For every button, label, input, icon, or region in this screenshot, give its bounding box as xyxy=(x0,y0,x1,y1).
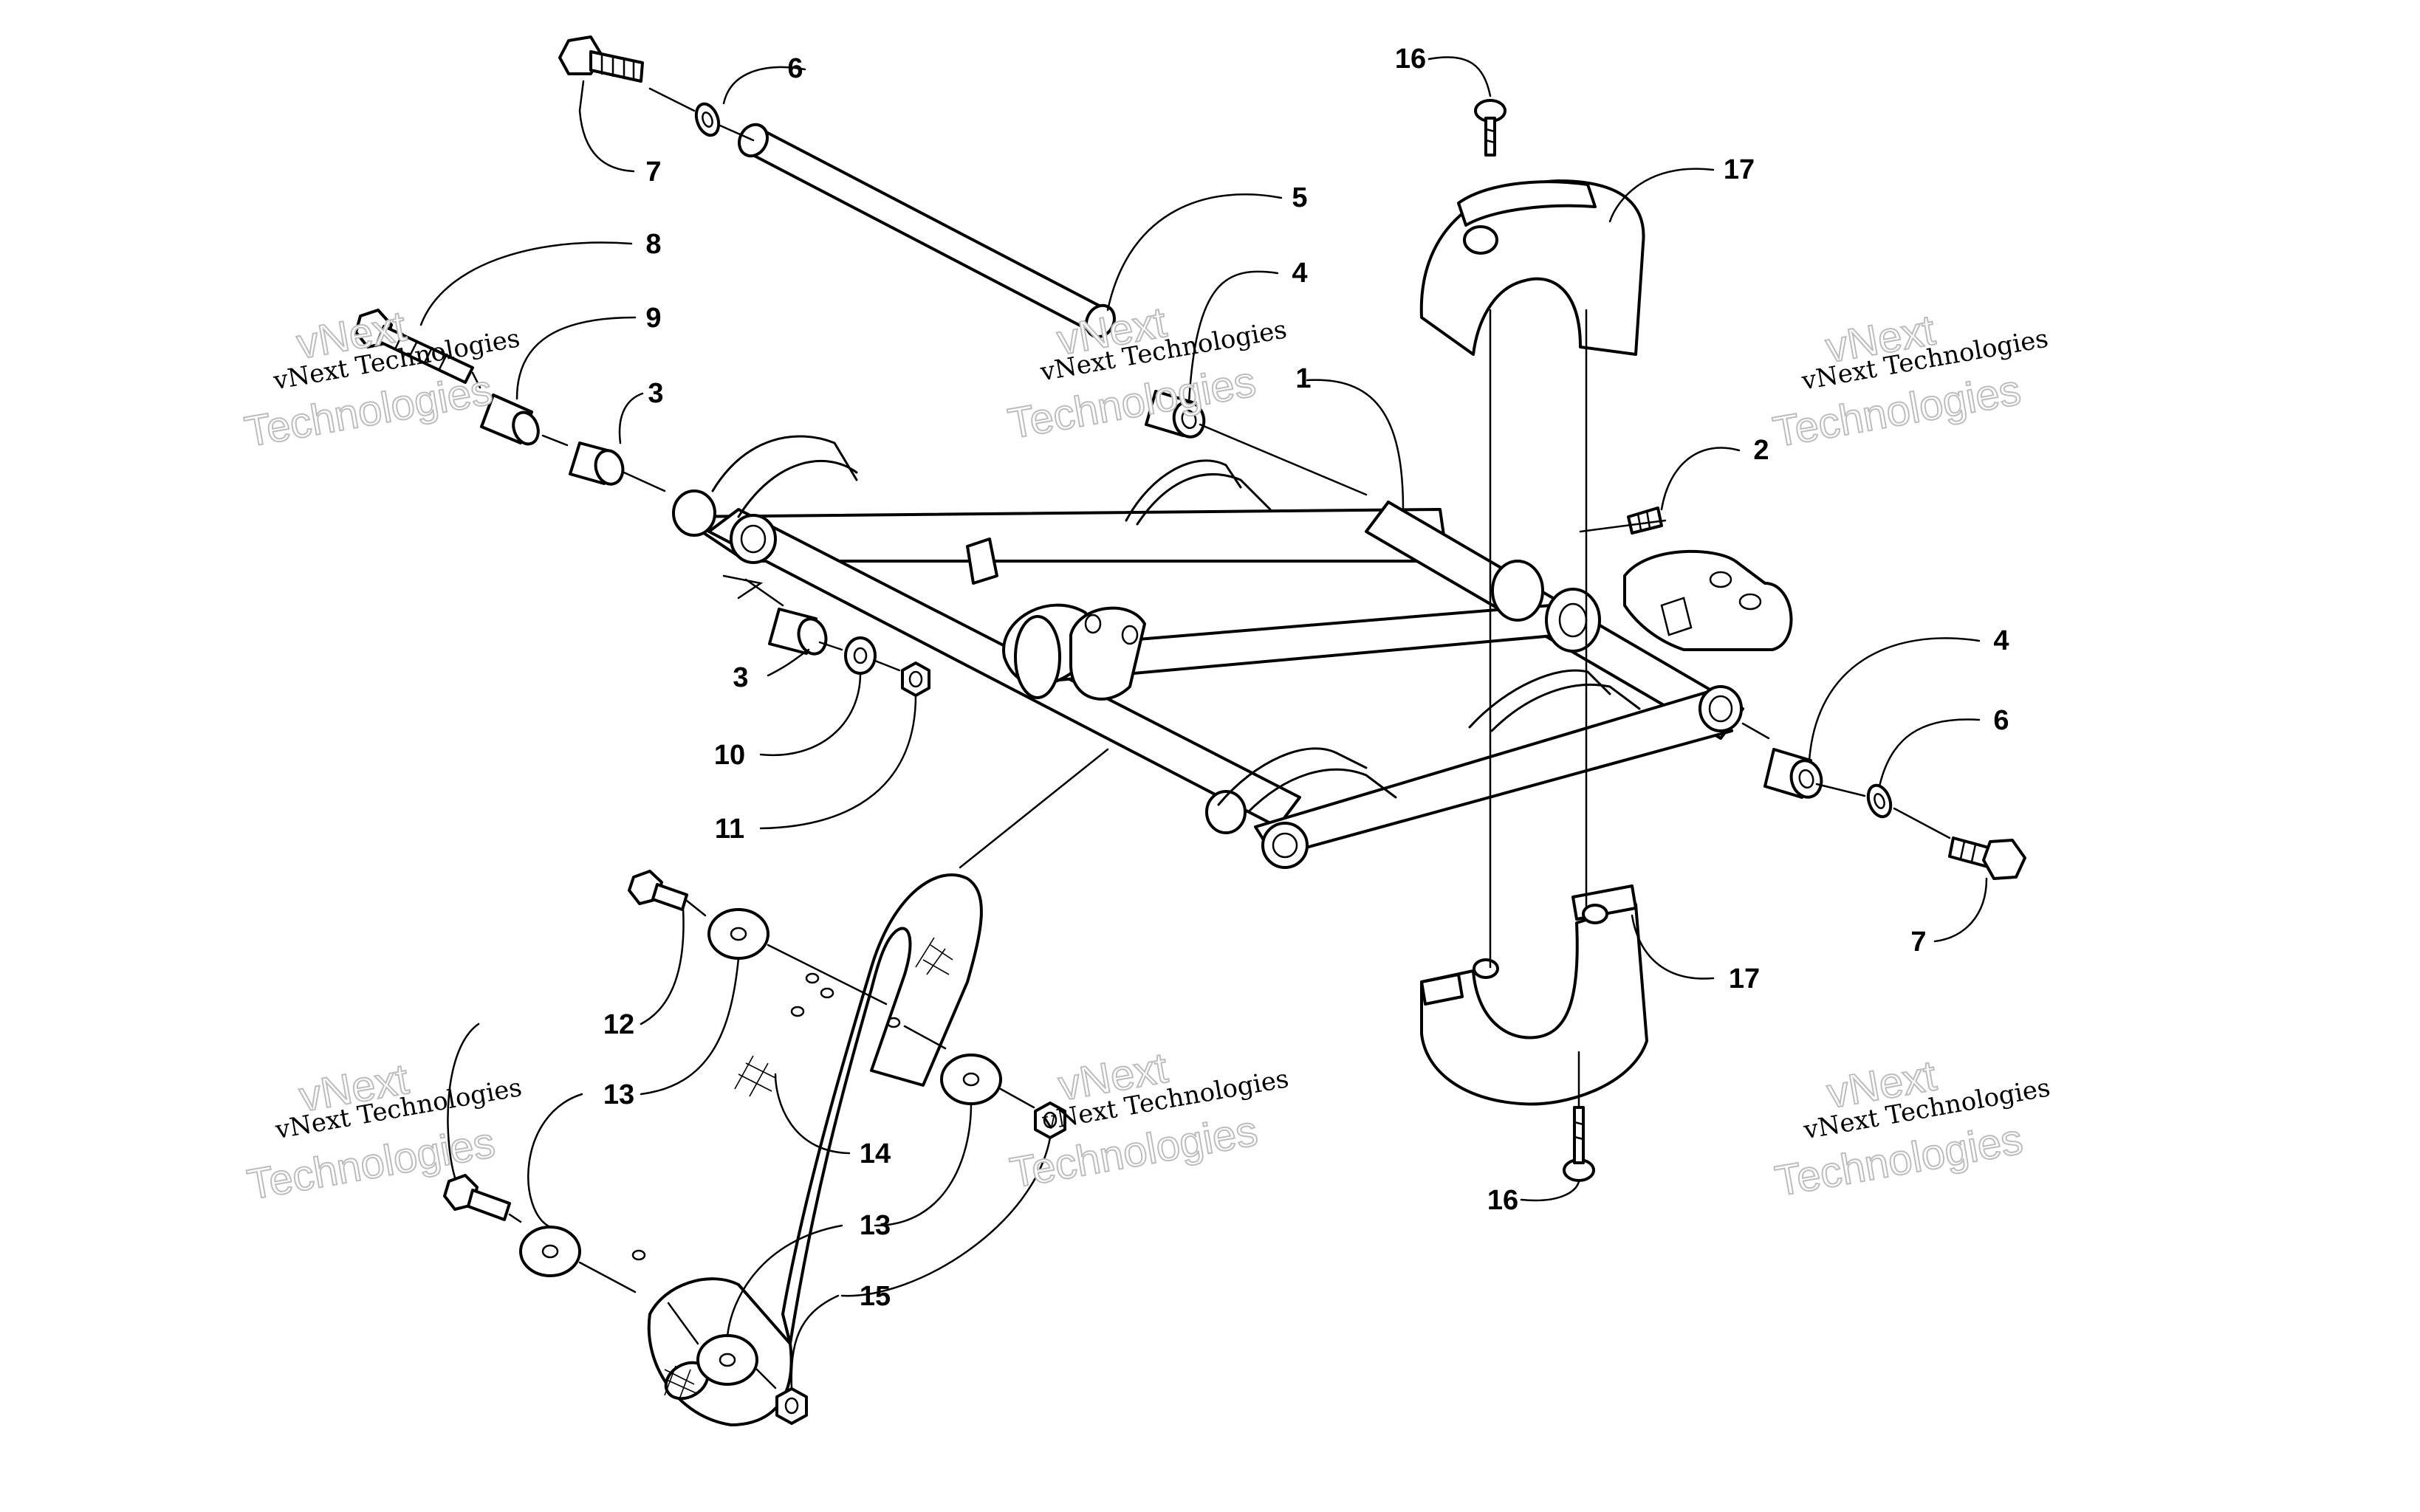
callout-16-bottom: 16 xyxy=(1487,1185,1518,1216)
callout-2: 2 xyxy=(1753,435,1769,466)
watermark-bottom-left: vNext vNext Technologies Technologies xyxy=(243,1054,524,1210)
part-10-washer xyxy=(844,636,877,675)
part-3-bushing-lower xyxy=(768,608,828,656)
callout-17-bottom: 17 xyxy=(1729,963,1760,994)
part-13-washer-c xyxy=(519,1226,581,1277)
callout-12: 12 xyxy=(603,1009,634,1040)
part-8-bolt xyxy=(354,309,474,384)
callout-3-top: 3 xyxy=(648,378,663,409)
part-4-bushing-right xyxy=(1763,748,1823,799)
callout-4-right: 4 xyxy=(1993,625,2009,656)
part-14-strap xyxy=(631,873,983,1426)
callout-6-right: 6 xyxy=(1993,705,2009,736)
part-7-bolt-right xyxy=(1948,836,2026,880)
callout-13-left: 13 xyxy=(603,1079,634,1110)
part-13-washer-a xyxy=(707,908,769,960)
part-16-screw-bottom xyxy=(1563,1106,1595,1182)
part-13-washer-b xyxy=(940,1054,1002,1105)
part-13-washer-d xyxy=(696,1334,758,1386)
part-12-bolt-top xyxy=(628,870,688,911)
part-15-nut-top xyxy=(1034,1102,1066,1139)
watermark-top-right: vNext vNext Technologies Technologies xyxy=(1769,305,2050,457)
callout-15: 15 xyxy=(860,1281,891,1312)
part-11-nut xyxy=(901,662,930,697)
callout-5: 5 xyxy=(1292,182,1307,213)
watermark-bottom-right: vNext vNext Technologies Technologies xyxy=(1771,1051,2052,1206)
callout-17-top: 17 xyxy=(1724,154,1755,185)
callout-6-top: 6 xyxy=(787,53,803,84)
part-3-bushing-top xyxy=(569,441,625,486)
part-12-bolt-bottom xyxy=(443,1174,511,1221)
callout-4-top: 4 xyxy=(1292,258,1307,289)
part-9-spacer xyxy=(480,394,540,446)
assembly-lines xyxy=(471,87,1951,1389)
callout-8: 8 xyxy=(645,229,661,260)
part-15-nut-bottom xyxy=(775,1387,808,1425)
callout-14: 14 xyxy=(860,1138,891,1169)
callout-10: 10 xyxy=(714,740,745,771)
callout-leaders xyxy=(419,56,1988,1390)
part-5-shaft xyxy=(738,123,1116,339)
callout-1: 1 xyxy=(1295,363,1311,394)
part-1-swing-arm xyxy=(672,435,1793,869)
part-6-washer-right xyxy=(1866,783,1893,819)
part-17-cap-bottom xyxy=(1420,884,1648,1106)
part-7-bolt-top xyxy=(558,35,644,83)
callout-7-top: 7 xyxy=(645,157,661,188)
part-4-bushing-top xyxy=(1145,390,1206,439)
callout-16-top: 16 xyxy=(1395,44,1426,75)
callout-11: 11 xyxy=(715,814,744,845)
callout-3-lower: 3 xyxy=(733,662,748,693)
part-16-screw-top xyxy=(1474,99,1506,157)
callout-7-right: 7 xyxy=(1910,927,1926,958)
part-6-washer-top xyxy=(694,102,721,137)
callout-labels: 1 2 3 3 4 4 5 6 6 7 7 8 9 10 11 12 13 13… xyxy=(603,44,2009,1312)
callout-9: 9 xyxy=(645,303,661,334)
callout-13-right: 13 xyxy=(860,1210,891,1241)
part-17-cap-top xyxy=(1419,179,1645,356)
part-2-fitting xyxy=(1627,506,1663,535)
